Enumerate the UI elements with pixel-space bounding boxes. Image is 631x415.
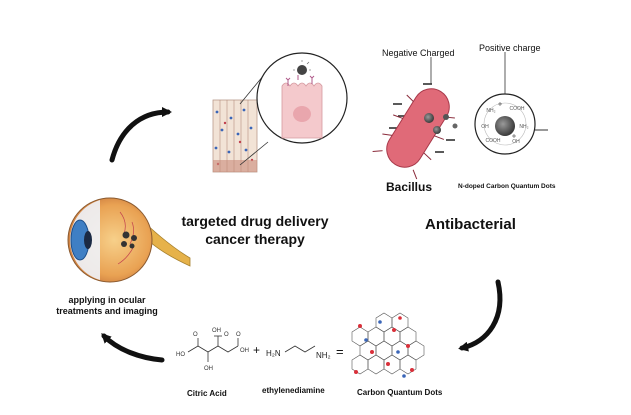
targeted-line-2: cancer therapy: [205, 231, 305, 247]
arrow-eye-to-cells: [109, 107, 172, 163]
citric-acid-label: Citric Acid: [187, 389, 227, 398]
ethylenediamine-structure: H₂N NH₂: [266, 345, 331, 360]
svg-text:NH₂: NH₂: [316, 351, 331, 360]
svg-text:HO: HO: [176, 352, 185, 358]
targeted-line-1: targeted drug delivery: [181, 213, 329, 229]
svg-text:O: O: [236, 332, 241, 338]
svg-text:OH: OH: [204, 366, 213, 372]
svg-text:NH₂: NH₂: [486, 108, 495, 114]
cqd-structure: [351, 312, 425, 378]
carbon-quantum-dots-label: Carbon Quantum Dots: [357, 388, 443, 397]
svg-text:NH₂: NH₂: [519, 124, 528, 130]
bacillus-label: Bacillus: [386, 180, 433, 194]
svg-text:H₂N: H₂N: [266, 349, 281, 358]
arrow-antibacterial-to-cqd: [458, 279, 503, 352]
plus-sign: +: [253, 343, 261, 357]
ocular-label: applying in ocular treatments and imagin…: [42, 295, 172, 317]
targeted-drug-delivery-label: targeted drug delivery cancer therapy: [180, 212, 330, 248]
bacillus-illustration: [372, 57, 458, 180]
arrow-synthesis-to-eye: [101, 333, 165, 363]
ndoped-cqd-label: N-doped Carbon Quantum Dots: [458, 183, 556, 190]
eye-illustration: [67, 197, 191, 283]
svg-text:COOH: COOH: [510, 106, 525, 112]
tissue-illustration: [212, 52, 348, 173]
ndoped-cqd-illustration: NH₂ COOH OH NH₂ COOH OH: [474, 52, 548, 155]
svg-text:O: O: [193, 332, 198, 338]
positive-charge-label: Positive charge: [479, 43, 541, 53]
ocular-line-2: treatments and imaging: [56, 306, 158, 316]
ethylenediamine-label: ethylenediamine: [262, 386, 325, 395]
cycle-arrows: [101, 107, 503, 363]
antibacterial-label: Antibacterial: [425, 216, 516, 233]
svg-text:OH: OH: [512, 139, 520, 145]
svg-text:OH: OH: [212, 328, 221, 334]
negative-charged-label: Negative Charged: [382, 48, 455, 58]
citric-acid-structure: HOO OHO OHO OH: [176, 328, 249, 372]
ocular-line-1: applying in ocular: [68, 295, 146, 305]
svg-text:OH: OH: [481, 124, 489, 130]
equals-sign: =: [336, 344, 344, 359]
svg-text:COOH: COOH: [486, 138, 501, 144]
svg-text:O: O: [224, 332, 229, 338]
svg-text:OH: OH: [240, 348, 249, 354]
